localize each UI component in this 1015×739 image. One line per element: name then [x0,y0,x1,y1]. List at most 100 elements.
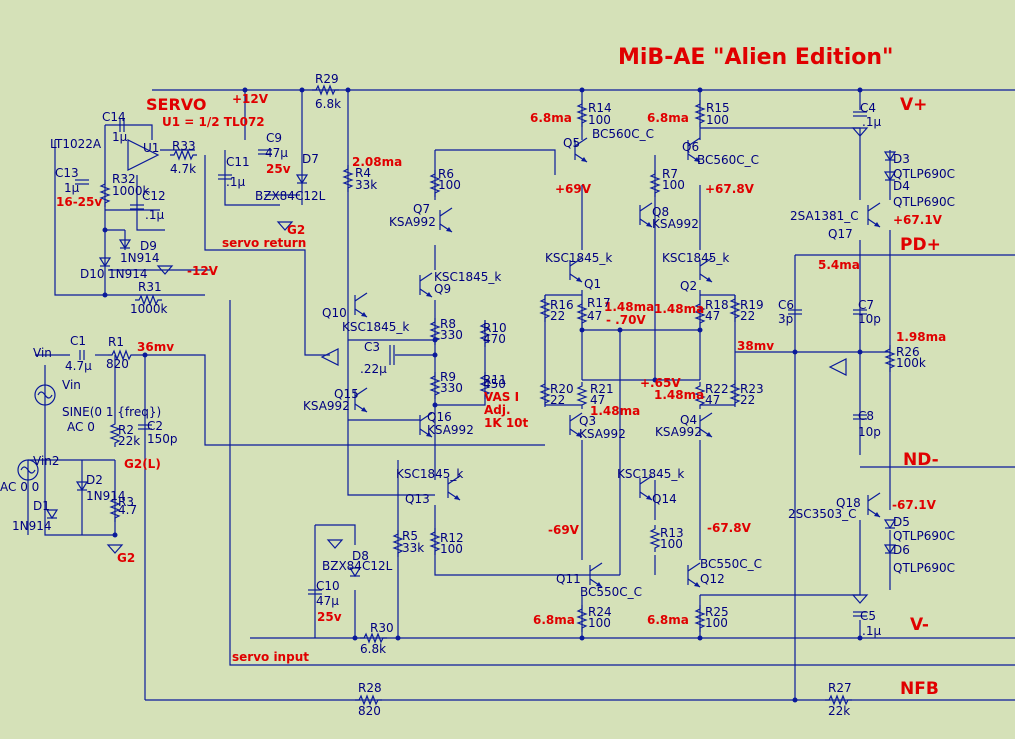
component-q10-value: KSC1845_k [342,320,409,334]
component-r13-id: R13 [660,526,684,540]
component-r9-id: R9 [440,370,456,384]
component-q13-value: KSC1845_k [396,467,463,481]
component-d1-id: D1 [33,499,50,513]
component-q2-id: Q2 [680,279,697,293]
component-c7-id: C7 [858,298,874,312]
current-148a: 1.48ma [604,300,654,314]
component-d10-id: D10 [80,267,105,281]
component-r22-id: R22 [705,382,729,396]
component-d6-value: QTLP690C [893,561,955,575]
component-d4-id: D4 [893,179,910,193]
component-r5-value: 33k [402,541,424,555]
component-vin-id: Vin [62,378,81,392]
component-r8-value: 330 [440,328,463,342]
component-q3-id: Q3 [579,414,596,428]
component-q5-value: BC560C_C [592,127,654,141]
component-q4-id: Q4 [680,413,697,427]
component-r33-id: R33 [172,139,196,153]
component-r29-value: 6.8k [315,97,341,111]
component-r7-id: R7 [662,167,678,181]
component-r10-id: R10 [483,321,507,335]
component-r28-value: 820 [358,704,381,718]
component-r16-value: 22 [550,309,565,323]
component-q7-value: KSA992 [389,215,436,229]
component-c14-id: C14 [102,110,126,124]
component-r12-id: R12 [440,531,464,545]
component-r14-id: R14 [588,101,612,115]
component-q2-value: KSC1845_k [662,251,729,265]
component-d4-value: QTLP690C [893,195,955,209]
component-c11-id: C11 [226,155,250,169]
component-c13-value: 1µ [64,181,80,195]
component-d3-value: QTLP690C [893,167,955,181]
component-c2-value: 150p [147,432,178,446]
component-d9-id: D9 [140,239,157,253]
current-54: 5.4ma [818,258,860,272]
component-c6-id: C6 [778,298,794,312]
component-r25-value: 100 [705,616,728,630]
component-c6-value: 3p [778,312,793,326]
voltage-678m: -67.8V [707,521,752,535]
component-d1-value: 1N914 [12,519,52,533]
voltage-69p: +69V [555,182,592,196]
component-r20-value: 22 [550,393,565,407]
rail-label-vminus: V- [910,615,929,635]
component-r12-value: 100 [440,542,463,556]
component-r11-id: R11 [483,373,507,387]
component-q4-value: KSA992 [655,425,702,439]
component-r8-id: R8 [440,317,456,331]
component-r29-id: R29 [315,72,339,86]
component-q13-id: Q13 [405,492,430,506]
rail-label-nfb: NFB [900,679,939,699]
component-q12-value: BC550C_C [700,557,762,571]
current-198: 1.98ma [896,330,946,344]
component-r18-value: 47 [705,309,720,323]
component-q18-value: 2SC3503_C [788,507,857,521]
component-r18-id: R18 [705,298,729,312]
component-q9-id: Q9 [434,282,451,296]
component-r21-value: 47 [590,393,605,407]
component-r7-value: 100 [662,178,685,192]
component-c9-value: 47µ [265,146,288,160]
voltage-065: +.65V [640,376,681,390]
component-q14-id: Q14 [652,492,677,506]
component-r27-id: R27 [828,681,852,695]
component-q18-id: Q18 [836,496,861,510]
component-r2-value: 22k [118,434,140,448]
voltage-minus12: -12V [187,264,219,278]
component-r23-id: R23 [740,382,764,396]
title: MiB-AE "Alien Edition" [618,45,893,70]
voltage-plus12: +12V [232,92,269,106]
component-q15-value: KSA992 [303,399,350,413]
current-208: 2.08ma [352,155,402,169]
component-r31-value: 1000k [130,302,168,316]
component-r23-value: 22 [740,393,755,407]
component-d2-value: 1N914 [86,489,126,503]
component-r5-id: R5 [402,529,418,543]
component-c12-value: .1µ [145,208,164,222]
current-68d: 6.8ma [647,613,689,627]
voltage-g2l: G2(L) [124,457,161,471]
component-r26-value: 100k [896,356,926,370]
current-68b: 6.8ma [647,111,689,125]
component-d5-value: QTLP690C [893,529,955,543]
component-q1-id: Q1 [584,277,601,291]
component-d5-id: D5 [893,515,910,529]
component-q5-id: Q5 [563,136,580,150]
voltage-69m: -69V [548,523,580,537]
voltage-g2a: G2 [287,223,305,237]
vas-adj-line-3: 1K 10t [484,416,529,430]
component-r27-value: 22k [828,704,850,718]
component-q7-id: Q7 [413,202,430,216]
component-c3-id: C3 [364,340,380,354]
component-c5-value: .1µ [862,624,881,638]
voltage-070: - .70V [606,313,646,327]
component-r3-value: 4.7 [118,503,137,517]
component-r11-value: 450 [483,377,506,391]
component-c11-value: .1µ [226,175,245,189]
vin-node-label: Vin [33,346,52,360]
component-c5-id: C5 [860,609,876,623]
vas-adj-line-1: VAS I [484,390,519,404]
current-148c: 1.48ma [590,404,640,418]
component-u1-id: U1 [143,141,159,155]
